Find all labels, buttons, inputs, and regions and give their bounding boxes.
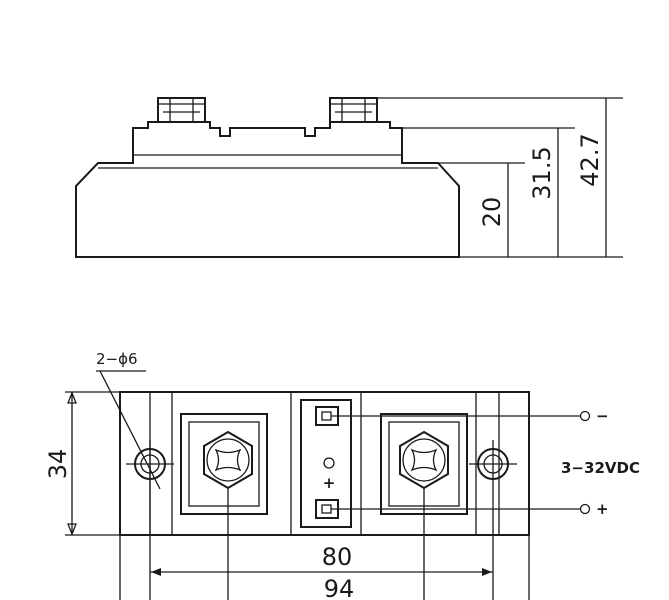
control-section: +: [290, 392, 362, 535]
lead-plus-terminal: [579, 503, 591, 515]
side-screw-left: [157, 97, 206, 123]
dim-label-20: 20: [478, 197, 506, 228]
dim-label-80: 80: [322, 543, 353, 571]
dim-label-31-5: 31.5: [528, 146, 556, 199]
mounting-hole-left: [126, 440, 174, 488]
top-view: 34 2−ϕ6: [44, 350, 640, 600]
mounting-hole-right: [469, 440, 517, 488]
led-indicator: [323, 457, 335, 469]
side-view: 20 31.5 42.7: [75, 97, 623, 258]
center-plus-mark: +: [323, 474, 336, 492]
control-voltage-label: 3−32VDC: [561, 459, 640, 477]
lead-minus-label: −: [596, 407, 609, 425]
dim-label-42-7: 42.7: [576, 133, 604, 186]
lead-minus-terminal: [579, 410, 591, 422]
power-terminal-left: [180, 413, 268, 515]
side-body-outline: [75, 121, 460, 258]
hole-callout: 2−ϕ6: [96, 350, 138, 368]
lead-plus-label: +: [596, 500, 609, 518]
hole-callout-leader: [99, 370, 161, 490]
top-body-outline: [119, 391, 530, 536]
dim-label-94: 94: [324, 575, 355, 600]
side-screw-right: [329, 97, 378, 123]
dim-label-34: 34: [44, 449, 72, 480]
